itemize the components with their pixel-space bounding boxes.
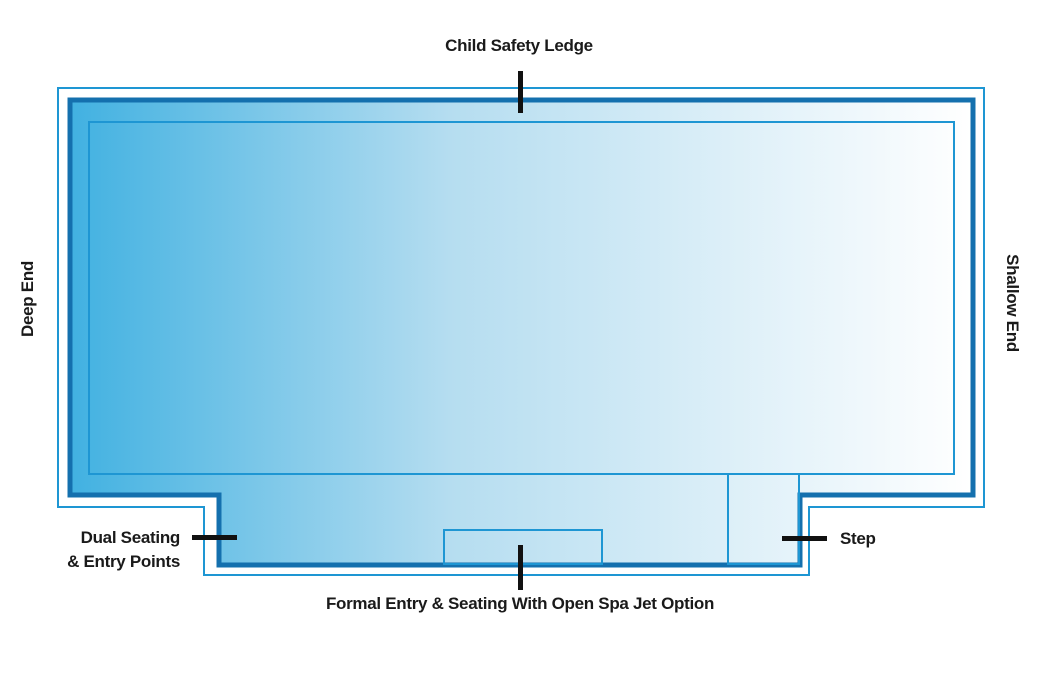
label-dual-seating-line2: & Entry Points [67, 552, 180, 571]
label-shallow-end: Shallow End [1003, 254, 1022, 352]
tick-step [782, 536, 827, 541]
pool-wall-outline [67, 97, 976, 568]
label-dual-seating-line1: Dual Seating [80, 528, 181, 547]
label-dual-seating-entry-points: Dual Seating & Entry Points [67, 526, 180, 574]
tick-child-safety-ledge [518, 71, 523, 113]
label-child-safety-ledge: Child Safety Ledge [445, 36, 593, 55]
child-safety-ledge-line [88, 121, 955, 475]
label-formal-entry-seating: Formal Entry & Seating With Open Spa Jet… [325, 594, 715, 613]
step-area [727, 473, 800, 565]
pool-outer-coping-outline [57, 87, 985, 576]
label-step: Step [840, 529, 876, 548]
tick-formal-entry [518, 545, 523, 590]
label-deep-end: Deep End [18, 260, 37, 338]
tick-dual-seating [192, 535, 237, 540]
